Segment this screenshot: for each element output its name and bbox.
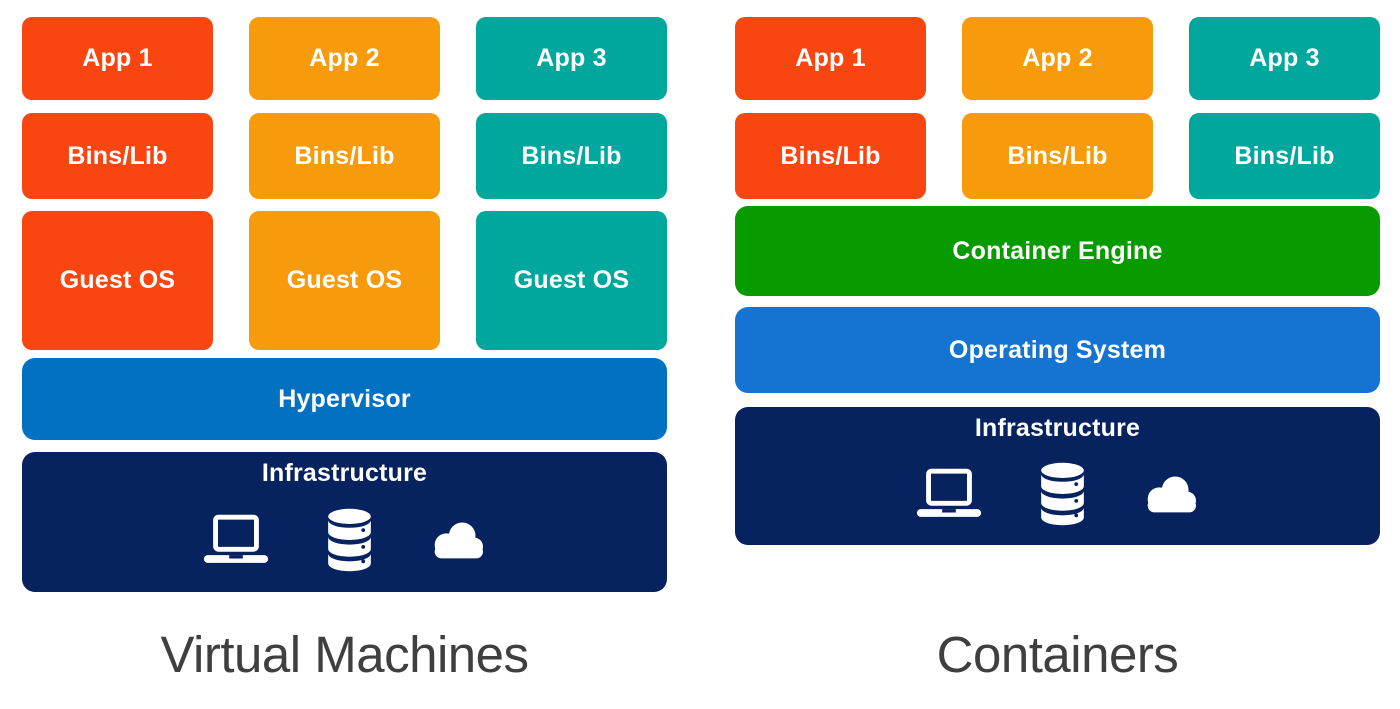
vm-guestos2-box: Guest OS <box>249 211 440 350</box>
containers-title: Containers <box>936 626 1179 683</box>
container-app3-box: App 3 <box>1189 17 1380 100</box>
database-icon <box>1038 462 1087 526</box>
vm-infrastructure-icons <box>199 488 490 592</box>
container-bins-row: Bins/Lib Bins/Lib Bins/Lib <box>735 113 1380 199</box>
container-engine-label: Container Engine <box>952 236 1163 265</box>
container-app3-label: App 3 <box>1249 44 1320 72</box>
container-bins3-label: Bins/Lib <box>1234 141 1335 170</box>
container-app1-label: App 1 <box>795 44 866 72</box>
container-app-row: App 1 App 2 App 3 <box>735 17 1380 100</box>
container-bins3-box: Bins/Lib <box>1189 113 1380 199</box>
container-app1-box: App 1 <box>735 17 926 100</box>
vm-bins1-label: Bins/Lib <box>67 141 168 170</box>
vm-bins3-label: Bins/Lib <box>521 141 622 170</box>
cloud-icon <box>1139 474 1203 514</box>
vm-infrastructure-label: Infrastructure <box>261 459 428 487</box>
vm-app1-label: App 1 <box>82 44 153 72</box>
database-icon <box>325 508 374 572</box>
vm-guestos1-box: Guest OS <box>22 211 213 350</box>
laptop-icon <box>199 514 273 567</box>
container-bins2-box: Bins/Lib <box>962 113 1153 199</box>
vm-guestos2-label: Guest OS <box>286 266 403 294</box>
container-bins2-label: Bins/Lib <box>1007 141 1108 170</box>
container-app2-label: App 2 <box>1022 44 1093 72</box>
vm-guestos3-box: Guest OS <box>476 211 667 350</box>
laptop-icon <box>912 468 986 521</box>
vm-guest-os-row: Guest OS Guest OS Guest OS <box>22 211 667 350</box>
vm-stack-panel: App 1 App 2 App 3 Bins/Lib Bins/Lib Bins… <box>22 0 667 709</box>
container-infrastructure-label: Infrastructure <box>974 414 1141 442</box>
container-stack-panel: App 1 App 2 App 3 Bins/Lib Bins/Lib Bins… <box>735 0 1380 709</box>
vm-bins2-box: Bins/Lib <box>249 113 440 199</box>
vm-app3-label: App 3 <box>536 44 607 72</box>
operating-system-label: Operating System <box>948 335 1167 364</box>
vm-bins1-box: Bins/Lib <box>22 113 213 199</box>
vm-app2-label: App 2 <box>309 44 380 72</box>
container-infrastructure-bar: Infrastructure <box>735 407 1380 545</box>
vm-title: Virtual Machines <box>160 626 529 683</box>
vm-bins2-label: Bins/Lib <box>294 141 395 170</box>
container-infrastructure-icons <box>912 443 1203 545</box>
vm-guestos3-label: Guest OS <box>513 266 630 294</box>
operating-system-bar: Operating System <box>735 307 1380 393</box>
vm-bins3-box: Bins/Lib <box>476 113 667 199</box>
container-app2-box: App 2 <box>962 17 1153 100</box>
vm-app3-box: App 3 <box>476 17 667 100</box>
cloud-icon <box>426 520 490 560</box>
vm-infrastructure-bar: Infrastructure <box>22 452 667 592</box>
hypervisor-bar: Hypervisor <box>22 358 667 440</box>
container-bins1-label: Bins/Lib <box>780 141 881 170</box>
container-bins1-box: Bins/Lib <box>735 113 926 199</box>
vm-bins-row: Bins/Lib Bins/Lib Bins/Lib <box>22 113 667 199</box>
hypervisor-label: Hypervisor <box>278 384 411 413</box>
container-engine-bar: Container Engine <box>735 206 1380 296</box>
vm-app-row: App 1 App 2 App 3 <box>22 17 667 100</box>
vm-app2-box: App 2 <box>249 17 440 100</box>
vm-guestos1-label: Guest OS <box>59 266 176 294</box>
vm-app1-box: App 1 <box>22 17 213 100</box>
